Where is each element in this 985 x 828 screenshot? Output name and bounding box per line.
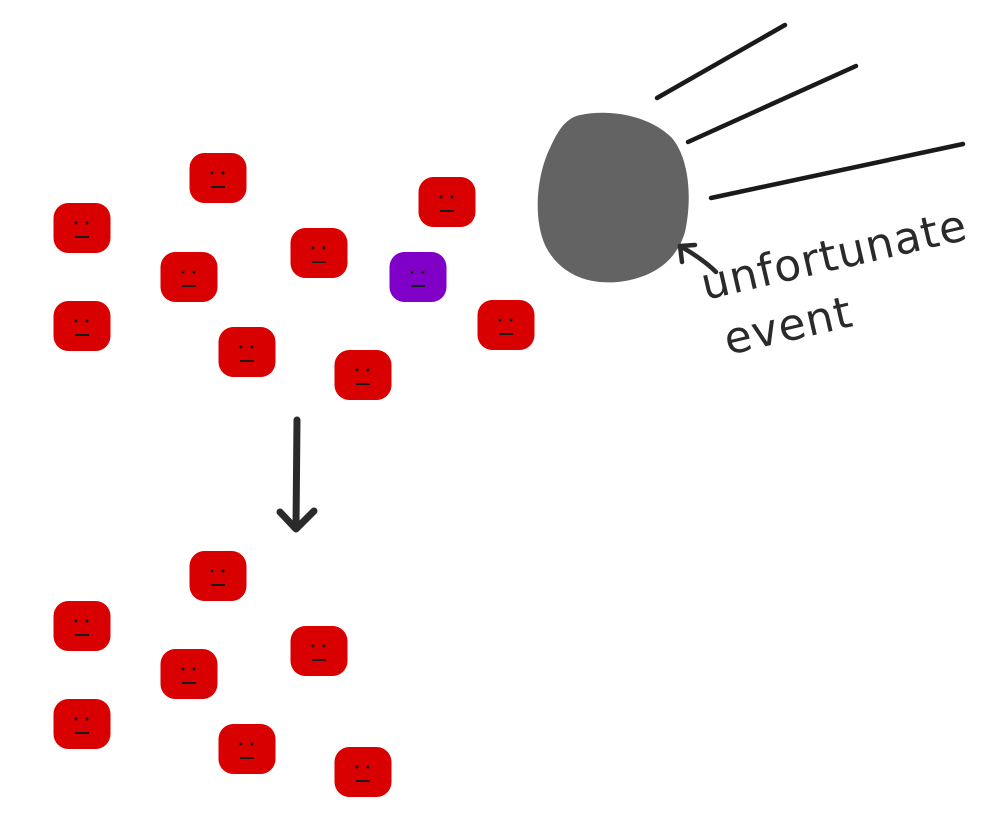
common-blob-5 bbox=[218, 724, 276, 774]
common-blob-1 bbox=[53, 601, 111, 651]
common-blob-2 bbox=[290, 626, 348, 676]
common-blob-4 bbox=[160, 252, 218, 302]
common-blob-7 bbox=[477, 300, 535, 350]
common-blob-6 bbox=[218, 327, 276, 377]
common-blob-0 bbox=[189, 551, 247, 601]
rare-blob-0 bbox=[389, 252, 447, 302]
population-before bbox=[53, 153, 535, 400]
common-blob-6 bbox=[334, 747, 392, 797]
common-blob-5 bbox=[53, 301, 111, 351]
common-blob-1 bbox=[53, 203, 111, 253]
asteroid-icon bbox=[537, 22, 966, 283]
common-blob-8 bbox=[334, 350, 392, 400]
down-arrow-icon bbox=[276, 416, 318, 533]
common-blob-4 bbox=[53, 699, 111, 749]
common-blob-0 bbox=[189, 153, 247, 203]
common-blob-2 bbox=[418, 177, 476, 227]
population-after bbox=[53, 551, 392, 797]
pointer-arrow-icon bbox=[677, 242, 719, 275]
common-blob-3 bbox=[290, 228, 348, 278]
common-blob-3 bbox=[160, 649, 218, 699]
